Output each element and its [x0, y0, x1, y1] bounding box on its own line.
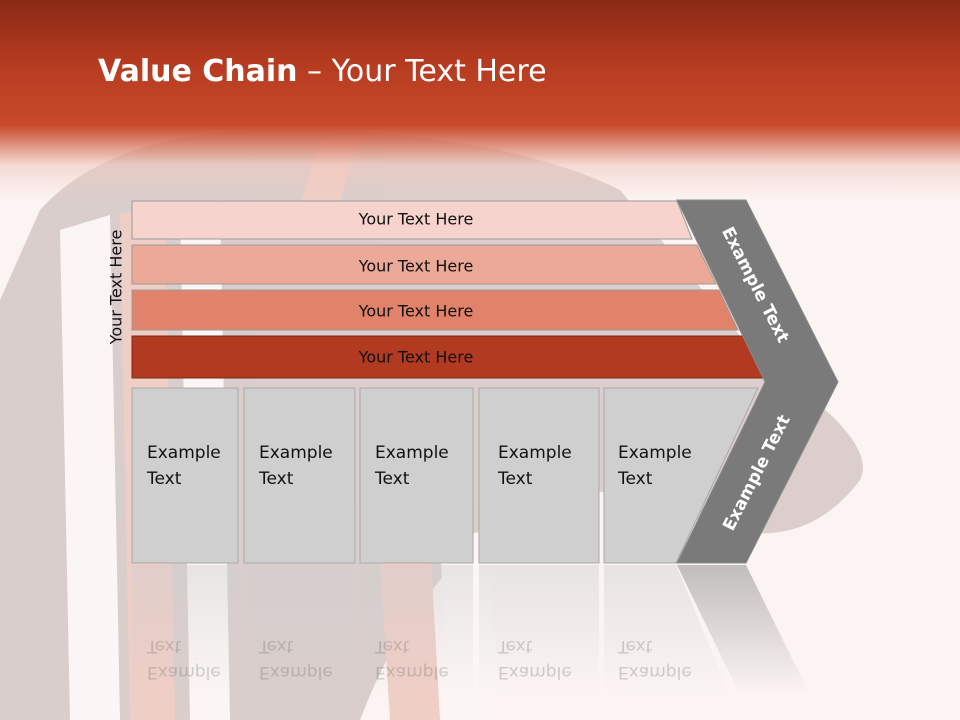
title-rest: – Your Text Here — [297, 54, 547, 89]
reflection-box-5 — [604, 565, 730, 695]
bar-label-2: Your Text Here — [358, 256, 474, 276]
primary-box-2 — [243, 387, 356, 564]
bar-label-3: Your Text Here — [358, 301, 474, 321]
header-band — [0, 0, 960, 200]
reflection-box-4 — [479, 565, 599, 695]
bar-label-4: Your Text Here — [358, 347, 474, 367]
bar-support-2 — [131, 244, 717, 285]
bar-support-1 — [131, 200, 693, 240]
reflection-chevron — [677, 565, 810, 695]
bar-support-3 — [131, 289, 739, 331]
reflection-box-2 — [244, 565, 355, 695]
slide-title: Value Chain – Your Text Here — [98, 54, 547, 89]
reflection-box-1 — [132, 565, 238, 695]
margin-chevron — [676, 199, 839, 564]
reflection-box-3 — [360, 565, 473, 695]
primary-box-5 — [603, 387, 759, 564]
primary-box-1 — [131, 387, 239, 564]
title-bold: Value Chain — [98, 54, 298, 89]
primary-box-4 — [478, 387, 600, 564]
bar-label-1: Your Text Here — [358, 209, 474, 229]
primary-box-3 — [359, 387, 474, 564]
